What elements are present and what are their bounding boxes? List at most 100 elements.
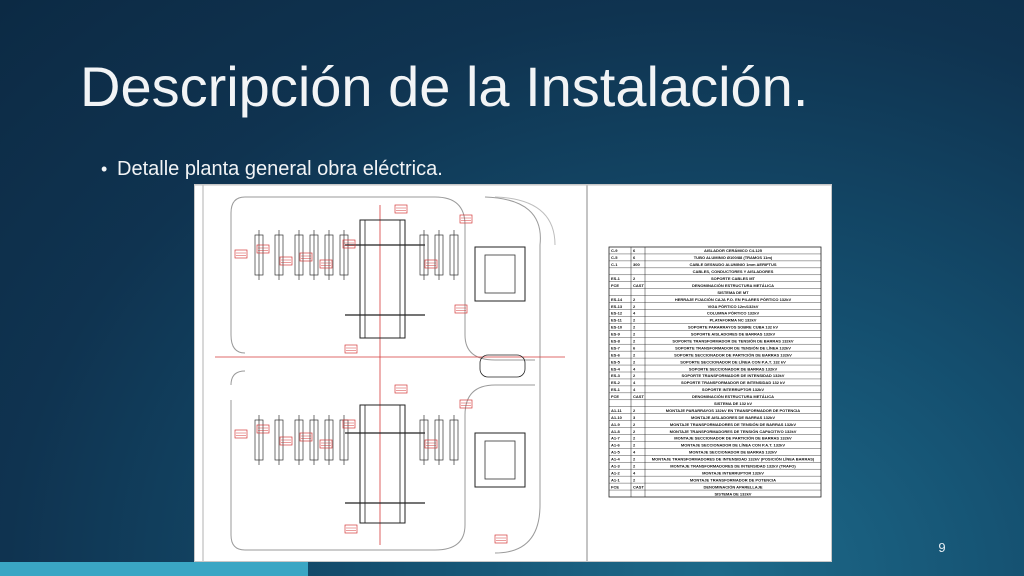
legend-qty: CAST [633,394,644,399]
legend-qty: 2 [633,325,636,330]
legend-qty: 2 [633,422,636,427]
legend-desc: MONTAJE PARARRAYOS 132kV EN TRANSFORMADO… [666,408,801,413]
legend-code: ES-4 [611,366,621,371]
legend-code: ES-2 [611,380,621,385]
legend-code: A1-7 [611,436,620,441]
legend-qty: 2 [633,332,636,337]
legend-desc: MONTAJE AISLADORES DE BARRAS 132kV [691,415,775,420]
legend-code: ES-14 [611,297,623,302]
legend-desc: MONTAJE SECCIONADOR DE LÍNEA CON P.A.T. … [681,443,786,448]
accent-bar [0,562,308,576]
legend-desc: VIGA PÓRTICO 12m/132kV [708,304,759,309]
legend-code: ES-7 [611,345,621,350]
legend-qty: 2 [633,436,636,441]
legend-code: A1-3 [611,463,620,468]
legend-qty: 3 [633,415,636,420]
legend-qty: 2 [633,359,636,364]
legend-desc: TUBO ALUMINIO Ø100/88 (TRAMOS 11m) [694,255,773,260]
axis-lines [215,205,565,545]
legend-qty: 4 [633,387,636,392]
legend-qty: 4 [633,366,636,371]
legend-desc: DENOMINACIÓN ESTRUCTURA METÁLICA [692,283,774,288]
legend-qty: 300 [633,262,640,267]
bullet-dot-icon: • [101,159,108,179]
legend-code: A1-1 [611,477,620,482]
legend-desc: SISTEMA DE 132 kV [714,401,752,406]
legend-desc: SOPORTE AISLADORES DE BARRAS 132kV [691,332,776,337]
legend-code: ES-8 [611,338,621,343]
legend-code: ES-3 [611,373,621,378]
legend-desc: SOPORTE PARARRAYOS SOBRE CUBA 132 kV [688,325,778,330]
legend-qty: CAST [633,283,644,288]
legend-qty: 2 [633,457,636,462]
legend-qty: 2 [633,338,636,343]
legend-code: ES-13 [611,304,623,309]
legend-qty: 2 [633,276,636,281]
legend-desc: MONTAJE INTERRUPTOR 132kV [702,470,764,475]
legend-qty: 4 [633,311,636,316]
legend-desc: SISTEMA DE MT [717,290,749,295]
equipment [254,230,459,465]
legend-code: A1-5 [611,450,620,455]
legend-qty: 4 [633,380,636,385]
legend-desc: SISTEMA DE 132kV [715,491,752,496]
legend-code: A1-8 [611,429,620,434]
legend-qty: 4 [633,450,636,455]
legend-desc: SOPORTE SECCIONADOR DE LÍNEA CON P.A.T. … [680,359,786,364]
legend-qty: 2 [633,477,636,482]
legend-desc: MONTAJE TRANSFORMADORES DE INTENSIDAD 13… [652,457,815,462]
legend-code: C-5 [611,255,618,260]
legend-qty: 2 [633,297,636,302]
legend-desc: SOPORTE TRANSFORMADOR DE INTENSIDAD 132k… [682,373,785,378]
legend-qty: 2 [633,443,636,448]
legend-code: C-9 [611,248,618,253]
bullet-text: Detalle planta general obra eléctrica. [117,158,443,180]
legend-desc: PLATAFORMA NC 132kV [710,318,757,323]
legend-desc: SOPORTE INTERRUPTOR 132kV [702,387,764,392]
legend-qty: 2 [633,373,636,378]
page-number: 9 [938,540,946,555]
legend-code: ES-6 [611,352,621,357]
legend-code: FCE [611,484,619,489]
legend-desc: MONTAJE SECCIONADOR DE PARTICIÓN DE BARR… [674,436,792,441]
legend-code: A1-11 [611,408,622,413]
legend-qty: CAST [633,484,644,489]
bullet-item: • Detalle planta general obra eléctrica. [101,154,443,184]
slide-title: Descripción de la Instalación. [80,55,809,118]
legend-desc: SOPORTE TRANSFORMADOR DE INTENSIDAD 132 … [681,380,785,385]
legend-code: FCE [611,283,619,288]
legend-desc: MONTAJE TRANSFORMADORES DE TENSIÓN DE BA… [670,422,796,427]
legend-code: A1-4 [611,457,620,462]
legend-desc: SOPORTE SECCIONADOR DE BARRAS 132kV [689,366,778,371]
legend-desc: COLUMNA PÓRTICO 132kV [707,311,760,316]
legend-code: ES-5 [611,359,621,364]
legend-code: A1-2 [611,470,620,475]
legend-code: C-1 [611,262,618,267]
legend-desc: SOPORTE TRANSFORMADOR DE TENSIÓN DE LÍNE… [675,345,791,350]
legend-code: ES-1 [611,276,621,281]
legend-qty: 2 [633,408,636,413]
legend-code: ES-10 [611,325,623,330]
legend-qty: 2 [633,352,636,357]
legend-desc: MONTAJE SECCIONADOR DE BARRAS 132kV [689,450,777,455]
legend-desc: CABLES, CONDUCTORES Y AISLADORES [693,269,774,274]
legend-desc: SOPORTE CABLES MT [711,276,756,281]
legend-qty: 2 [633,429,636,434]
legend-code: ES-12 [611,311,623,316]
legend-desc: DENOMINACIÓN ESTRUCTURA METÁLICA [692,394,774,399]
legend-qty: 2 [633,304,636,309]
lower-bay [345,354,526,524]
road-outlines [195,185,831,561]
legend-code: A1-10 [611,415,623,420]
legend-code: A1-6 [611,443,620,448]
equipment-tags [234,204,508,544]
legend-desc: DENOMINACIÓN APARELLAJE [703,484,762,489]
legend-qty: 2 [633,463,636,468]
legend-code: A1-9 [611,422,620,427]
legend-code: ES-11 [611,318,623,323]
legend-code: ES-9 [611,332,621,337]
legend-desc: CABLE DESNUDO ALUMINIO 1mm AERIFTUS [689,262,776,267]
